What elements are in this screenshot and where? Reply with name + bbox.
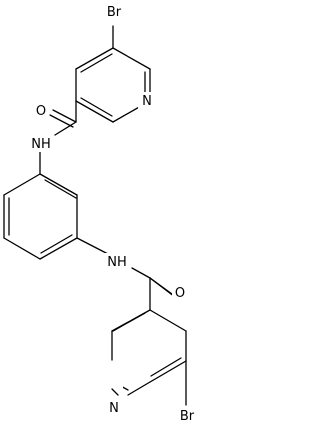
bond-top-ring-1 [112,47,151,70]
bond-carbonyl-n-top [54,121,77,136]
bond-n-carbonyl-bottom [131,267,151,279]
bond-bottom-ring-1-inner [112,312,146,332]
bond-top-ring-4-inner [80,97,113,117]
o-top-bg [33,102,49,119]
atom-o-bottom: O [175,286,185,301]
bond-bottom-ring-7 [149,309,187,332]
n-top-ring-bg [138,92,154,109]
br-top-bg [104,3,124,20]
nh-top-bg [29,135,53,152]
br-bottom-bg [176,407,198,424]
bond-center-ring-4 [3,237,41,260]
atom-nh-bottom: NH [107,255,127,270]
atom-br-bottom: Br [180,409,195,424]
chemical-structure-diagram: Br N O NH NH O N Br [3,3,198,424]
bond-bottom-ring-3 [111,388,119,396]
bond-bottom-ring-4 [127,381,151,396]
bond-center-ring-1 [39,173,78,196]
bond-phenyl-n-bottom [76,237,109,255]
bond-carbonyl-o-top-double [49,114,74,128]
atom-o-top: O [36,104,46,119]
bond-top-ring-3 [112,105,142,123]
nh-bottom-bg [104,253,130,270]
bond-top-ring-6 [75,47,114,70]
atom-labels: Br N O NH NH O N Br [29,3,198,424]
bond-center-ring-3 [39,237,78,260]
bond-top-ring-4 [75,100,114,123]
bond-center-ring-6 [3,173,41,196]
bond-bottom-ring-5-inner [150,357,182,377]
atom-nh-top: NH [31,137,51,152]
o-bottom-bg [172,284,188,301]
bond-top-ring-6-inner [80,53,113,73]
bonds [3,25,187,406]
bond-bottom-ring-5 [149,360,187,383]
bond-center-ring-1-inner [44,179,77,199]
bond-carbonyl-o-bottom-double [149,277,173,295]
atom-br-top: Br [107,5,122,20]
bond-center-ring-3-inner [40,234,73,254]
atom-n-bottom-ring: N [109,401,119,416]
atom-n-top-ring: N [142,94,152,109]
n-bottom-ring-bg [107,362,123,388]
bond-carbonyl-o-top [52,109,77,123]
